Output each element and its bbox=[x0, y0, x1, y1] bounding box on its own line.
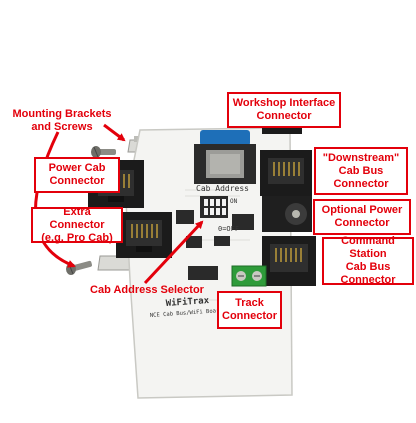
label-workshop-interface: Workshop Interface Connector bbox=[227, 92, 341, 128]
arrow-mounting-to-bottom-screw bbox=[33, 131, 76, 268]
silk-off: 0=OFF bbox=[218, 225, 239, 233]
arrow-cab-address-to-dip bbox=[143, 220, 204, 285]
label-extra-connector: Extra Connector (e.g. Pro Cab) bbox=[31, 206, 123, 244]
wifi-module bbox=[194, 130, 256, 184]
silk-on: ON bbox=[230, 198, 238, 205]
arrow-mounting-to-bracket bbox=[103, 123, 126, 142]
label-power-cab: Power Cab Connector bbox=[34, 157, 120, 193]
screw-top bbox=[91, 146, 116, 158]
label-downstream-cab-bus: "Downstream" Cab Bus Connector bbox=[314, 147, 408, 195]
track-terminal-block bbox=[231, 265, 267, 287]
dip-switch bbox=[200, 196, 228, 218]
downstream-rj-jack bbox=[260, 150, 312, 196]
screw-bottom bbox=[66, 260, 92, 275]
silk-cab-address: Cab Address bbox=[196, 184, 249, 193]
label-command-station-cab-bus: Command Station Cab Bus Connector bbox=[322, 235, 414, 286]
extra-rj-jack bbox=[116, 212, 172, 258]
silk-brand: WiFiTrax bbox=[165, 295, 210, 309]
label-track-connector: Track Connector bbox=[217, 291, 282, 329]
power-barrel-jack bbox=[262, 196, 312, 232]
label-mounting-brackets: Mounting Brackets and Screws bbox=[12, 108, 112, 133]
silk-subtitle: NCE Cab Bus/WiFi Board bbox=[150, 308, 223, 319]
label-cab-address-selector: Cab Address Selector bbox=[90, 284, 204, 296]
label-optional-power: Optional Power Connector bbox=[313, 199, 411, 235]
command-station-rj-jack bbox=[262, 236, 316, 286]
ic-chips bbox=[176, 210, 254, 280]
